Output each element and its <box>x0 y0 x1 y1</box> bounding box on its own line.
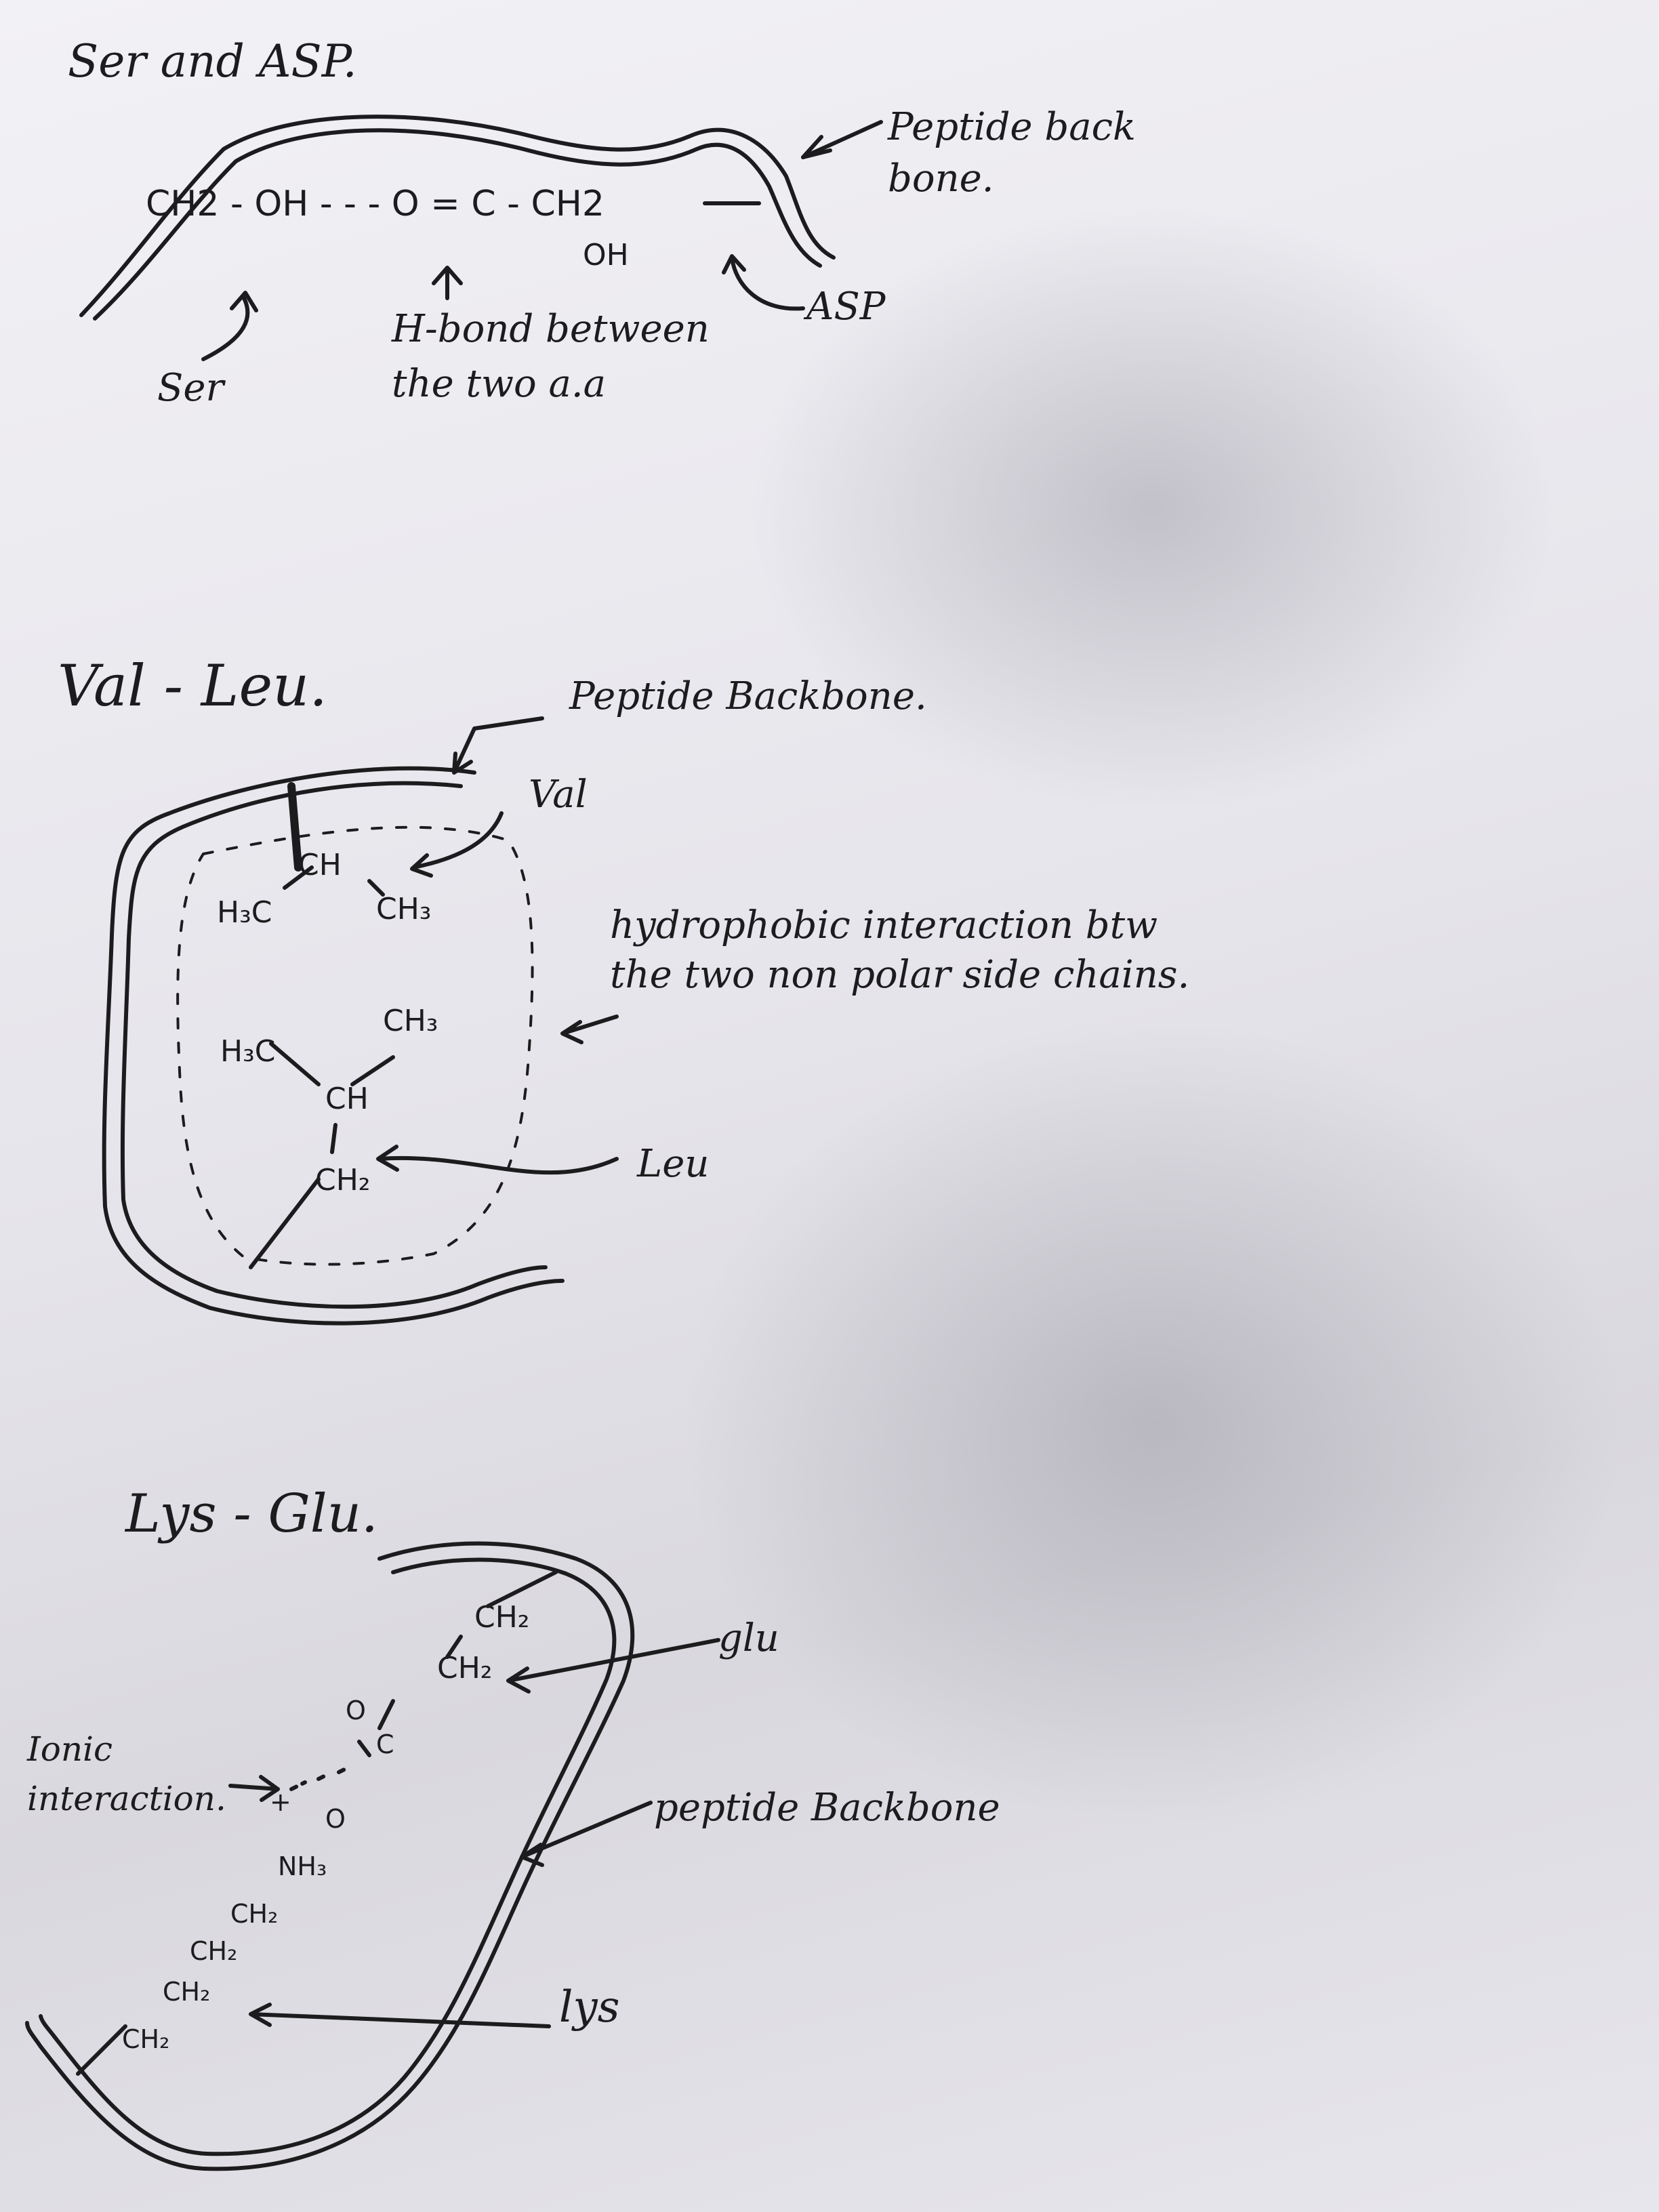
chem-fragment: CH <box>298 848 342 882</box>
section-title: Val - Leu. <box>58 653 327 719</box>
chem-fragment: H₃C <box>217 895 272 930</box>
chem-fragment: CH₂ <box>315 1163 371 1197</box>
lys-pointer-arrow <box>249 2003 551 2028</box>
residue-label-glu: glu <box>718 1616 779 1660</box>
chem-fragment: CH₂ <box>474 1600 530 1635</box>
chem-fragment: NH₃ <box>278 1851 327 1881</box>
ionic-pointer-arrow <box>228 1775 280 1802</box>
residue-label-leu: Leu <box>637 1142 710 1186</box>
carboxyl-oh-label: OH <box>583 238 629 272</box>
chem-fragment: H₃C <box>220 1034 276 1069</box>
chem-fragment: CH <box>325 1082 369 1116</box>
leu-bond-stub <box>249 1177 321 1269</box>
chem-fragment: C <box>376 1729 394 1759</box>
backbone-pointer-arrow <box>801 120 883 159</box>
ser-pointer-arrow <box>201 291 258 361</box>
ser-asp-backbone <box>79 115 836 321</box>
ionic-caption: Ionic interaction. <box>27 1729 226 1818</box>
glu-bond-stub <box>486 1570 558 1608</box>
leu-pointer-arrow <box>376 1145 619 1175</box>
residue-label-lys: lys <box>559 1982 620 2032</box>
section-title: Ser and ASP. <box>68 35 357 87</box>
chem-fragment: + <box>270 1787 291 1817</box>
val-bond-stub <box>287 782 302 872</box>
lys-bond-stub <box>76 2024 127 2076</box>
lys-glu-backbone <box>25 1541 635 2171</box>
chem-fragment: CH₂ <box>122 2024 170 2054</box>
chem-fragment: O <box>346 1696 366 1725</box>
backbone-label: Peptide Backbone. <box>569 674 927 718</box>
val-leu-backbone-arrow <box>452 716 544 775</box>
hydrophobic-pocket-outline <box>176 825 534 1266</box>
chem-fragment: O <box>325 1804 346 1834</box>
backbone-label: Peptide back bone. <box>888 105 1136 201</box>
interaction-pointer-arrow <box>560 1015 619 1044</box>
residue-label-asp: ASP <box>806 285 886 329</box>
chem-fragment: CH₂ <box>230 1899 279 1929</box>
chem-fragment: CH₃ <box>376 892 432 926</box>
backbone-label: peptide Backbone <box>654 1786 1000 1830</box>
chem-fragment: CH₂ <box>437 1651 493 1685</box>
glu-pointer-arrow <box>506 1638 720 1694</box>
chem-fragment: CH₃ <box>383 1004 438 1038</box>
val-pointer-arrow <box>410 811 504 878</box>
residue-label-ser: Ser <box>157 366 224 410</box>
lys-glu-backbone-arrow <box>520 1801 653 1867</box>
section-title: Lys - Glu. <box>125 1483 378 1544</box>
val-leu-backbone <box>102 766 565 1326</box>
chem-fragment: CH₂ <box>163 1977 211 2007</box>
hbond-caption: H-bond between the two a.a <box>392 307 710 407</box>
asp-pointer-arrow <box>722 254 805 311</box>
hbond-pointer-arrow <box>432 266 463 300</box>
chem-fragment: CH₂ <box>190 1936 238 1966</box>
hydrophobic-caption: hydrophobic interaction btw the two non … <box>610 903 1190 997</box>
residue-label-val: Val <box>529 773 588 817</box>
side-chain-formula: CH2 - OH - - - O = C - CH2 <box>146 184 605 224</box>
